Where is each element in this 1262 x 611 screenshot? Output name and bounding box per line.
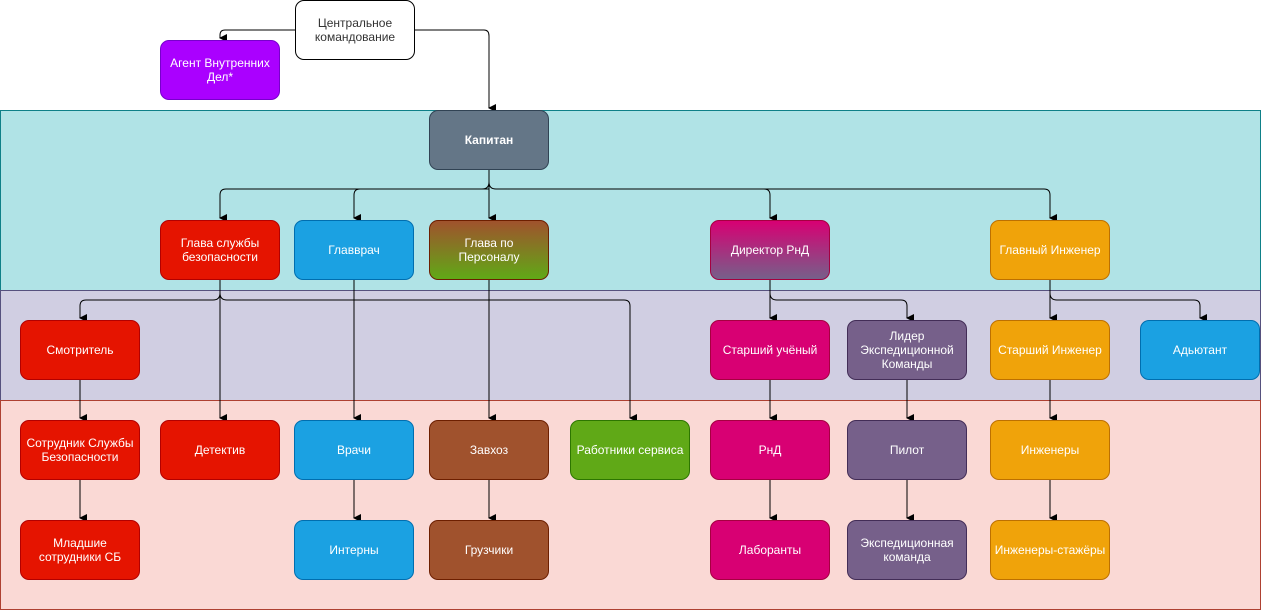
node-doctors[interactable]: Врачи	[294, 420, 414, 480]
node-interns[interactable]: Интерны	[294, 520, 414, 580]
node-central-command[interactable]: Центральное командование	[295, 0, 415, 60]
node-junior-security[interactable]: Младшие сотрудники СБ	[20, 520, 140, 580]
node-head-of-personnel[interactable]: Глава по Персоналу	[429, 220, 549, 280]
node-head-of-security[interactable]: Глава службы безопасности	[160, 220, 280, 280]
node-cargo-loaders[interactable]: Грузчики	[429, 520, 549, 580]
node-captain[interactable]: Капитан	[429, 110, 549, 170]
node-expedition-leader[interactable]: Лидер Экспедиционной Команды	[847, 320, 967, 380]
node-quartermaster[interactable]: Завхоз	[429, 420, 549, 480]
node-chief-engineer[interactable]: Главный Инженер	[990, 220, 1110, 280]
node-adjutant[interactable]: Адьютант	[1140, 320, 1260, 380]
node-security-officer[interactable]: Сотрудник Службы Безопасности	[20, 420, 140, 480]
edge-central-to-agent	[219, 29, 295, 42]
node-engineer-trainees[interactable]: Инженеры-стажёры	[990, 520, 1110, 580]
node-lab-assistants[interactable]: Лаборанты	[710, 520, 830, 580]
node-chief-medical-officer[interactable]: Главврач	[294, 220, 414, 280]
node-senior-scientist[interactable]: Старший учёный	[710, 320, 830, 380]
node-engineers[interactable]: Инженеры	[990, 420, 1110, 480]
node-rnd[interactable]: РнД	[710, 420, 830, 480]
node-expedition-team[interactable]: Экспедиционная команда	[847, 520, 967, 580]
node-pilot[interactable]: Пилот	[847, 420, 967, 480]
node-detective[interactable]: Детектив	[160, 420, 280, 480]
node-research-director[interactable]: Директор РнД	[710, 220, 830, 280]
node-internal-affairs-agent[interactable]: Агент Внутренних Дел*	[160, 40, 280, 100]
edge-central-to-captain	[415, 29, 496, 112]
node-warden[interactable]: Смотритель	[20, 320, 140, 380]
node-senior-engineer[interactable]: Старший Инженер	[990, 320, 1110, 380]
node-service-workers[interactable]: Работники сервиса	[570, 420, 690, 480]
